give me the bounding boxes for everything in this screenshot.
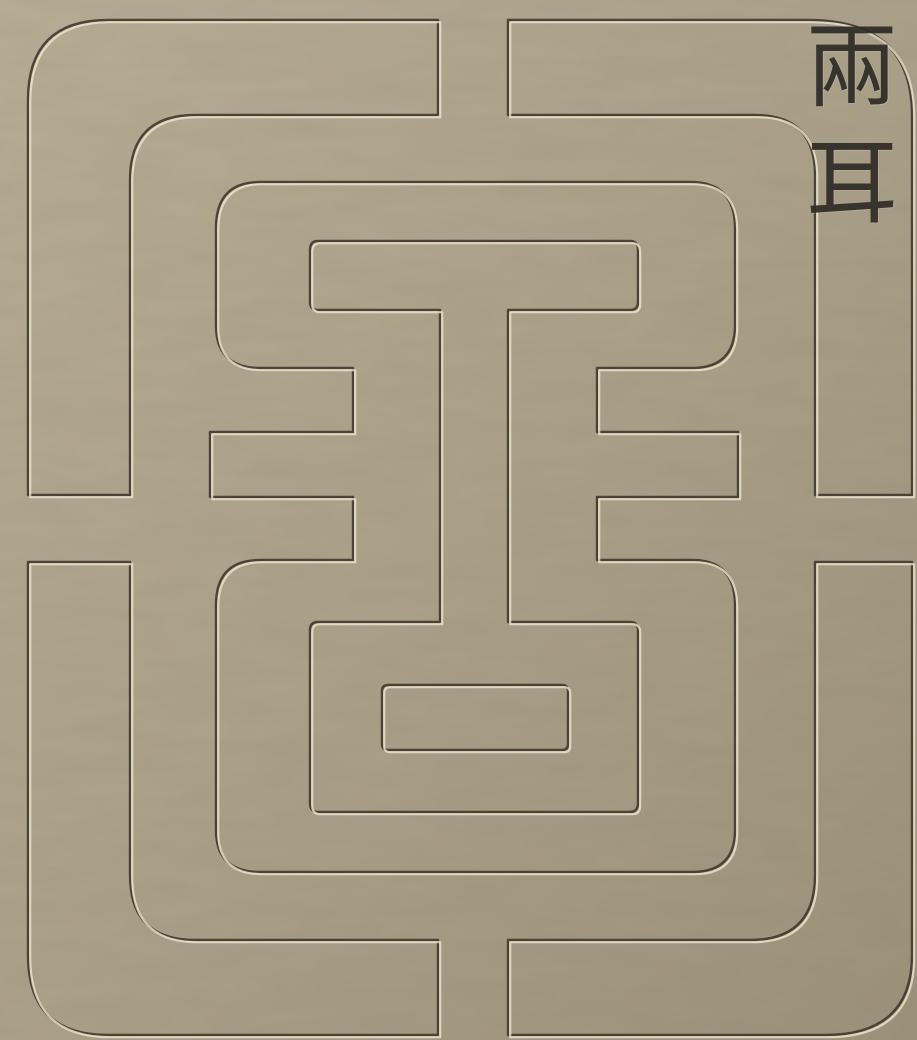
vertical-text-char-1: 兩 — [793, 22, 911, 114]
vertical-text-char-2: 耳 — [793, 138, 911, 230]
